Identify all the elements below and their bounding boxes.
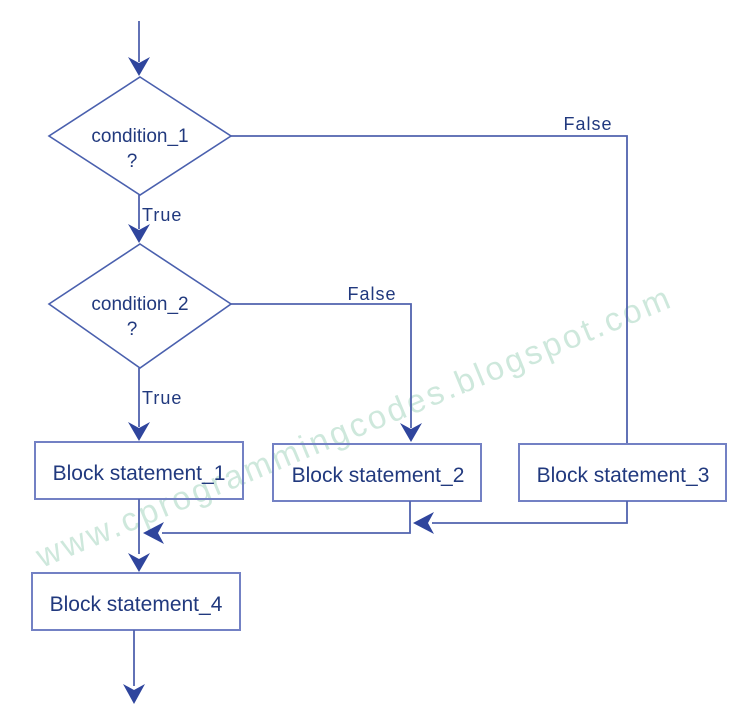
condition1-false-label: False: [563, 114, 612, 134]
block-statement-3-shape: [518, 443, 727, 502]
decision-condition-1: condition_1 ?: [47, 76, 233, 196]
connector-condition1-true: True: [128, 195, 182, 243]
block-statement-4: Block statement_4: [31, 572, 241, 631]
connector-block2-merge: [143, 501, 411, 544]
condition2-true-label: True: [142, 388, 182, 408]
entry-connector: [128, 21, 150, 76]
block3-merge-line: [432, 501, 628, 524]
condition1-true-label: True: [142, 205, 182, 225]
condition1-false-line: [231, 135, 628, 443]
block-statement-4-label: Block statement_4: [50, 593, 223, 616]
condition2-false-line: [231, 303, 412, 428]
decision-condition-2: condition_2 ?: [47, 243, 233, 369]
exit-connector: [123, 630, 145, 704]
condition2-false-label: False: [347, 284, 396, 304]
block2-merge-line: [162, 501, 411, 534]
condition1-true-arrowhead-down-icon: [128, 224, 150, 243]
decision-condition-2-label: condition_2: [91, 294, 188, 315]
connector-condition1-false: False: [231, 114, 628, 443]
block1-to-block4-arrowhead-down-icon: [128, 553, 150, 572]
block-statement-3: Block statement_3: [518, 443, 727, 502]
connector-block1-to-block4: [128, 499, 150, 572]
condition2-false-arrowhead-down-icon: [400, 423, 422, 442]
connector-condition2-false: False: [231, 284, 422, 442]
connector-block3-merge: [413, 501, 628, 534]
block-statement-4-shape: [31, 572, 241, 631]
exit-arrowhead-down-icon: [123, 684, 145, 704]
entry-arrowhead-down-icon: [128, 57, 150, 76]
block2-merge-arrowhead-left-icon: [143, 522, 164, 544]
decision-condition-1-label: condition_1: [91, 126, 188, 147]
decision-condition-1-qmark: ?: [127, 151, 138, 172]
decision-condition-2-qmark: ?: [127, 319, 138, 340]
block-statement-2-shape: [272, 443, 482, 502]
block-statement-3-label: Block statement_3: [537, 464, 710, 487]
block-statement-2: Block statement_2: [272, 443, 482, 502]
decision-condition-1-shape: [47, 76, 233, 196]
condition2-true-arrowhead-down-icon: [128, 422, 150, 441]
block-statement-1-label: Block statement_1: [53, 462, 226, 485]
connector-condition2-true: True: [128, 368, 182, 441]
decision-condition-2-shape: [47, 243, 233, 369]
block3-merge-arrowhead-left-icon: [413, 512, 434, 534]
block-statement-2-label: Block statement_2: [292, 464, 465, 487]
